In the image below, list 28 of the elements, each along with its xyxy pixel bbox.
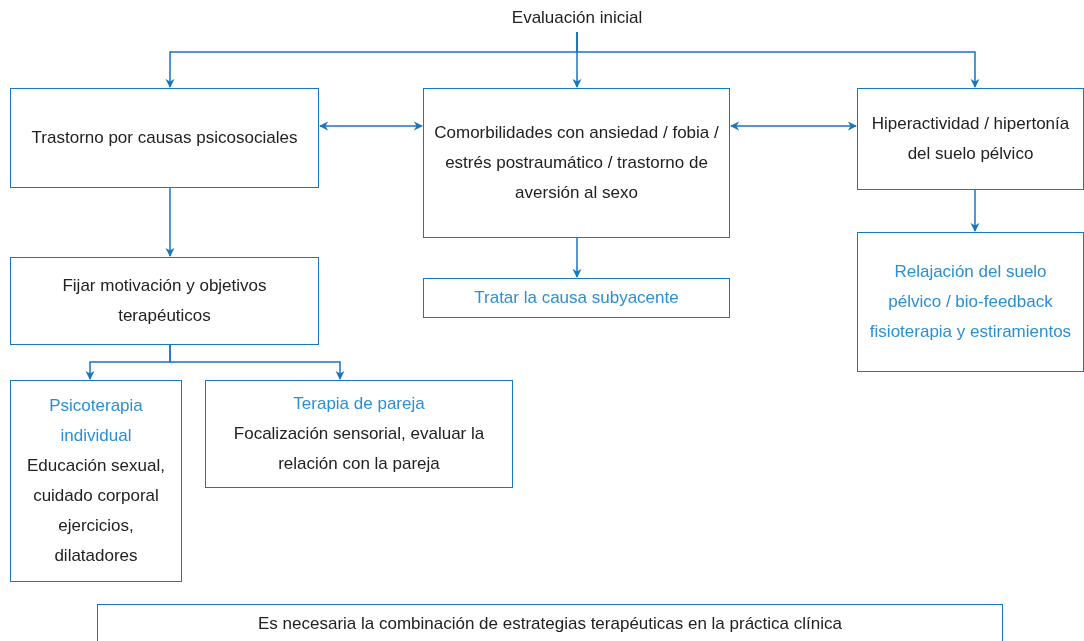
box-text: Tratar la causa subyacente: [474, 287, 679, 309]
heading-text: Evaluación inicial: [511, 7, 643, 29]
box-text: Comorbilidades con ansiedad / fobia / estrés postraumático / trastorno de aversión al sexo: [433, 122, 720, 204]
arrow: [970, 189, 980, 232]
process-box: [423, 278, 730, 318]
box-text: Focalización sensorial, evaluar la relación con la pareja: [232, 423, 486, 475]
box-text: Es necesaria la combinación de estrategias terapéuticas en la práctica clínica: [258, 613, 842, 635]
arrow: [319, 121, 423, 131]
box-text: Hiperactividad / hipertonía del suelo pélvico: [870, 113, 1071, 165]
process-box: [423, 88, 730, 238]
arrow: [165, 187, 175, 257]
box-heading: Psicoterapia individual: [48, 395, 144, 447]
box-heading: Terapia de pareja: [293, 393, 425, 415]
arrow: [730, 121, 857, 131]
arrow: [572, 237, 582, 278]
box-text: Educación sexual, cuidado corporal ejercicios, dilatadores: [26, 455, 166, 567]
arrow: [576, 31, 980, 88]
process-box: [857, 232, 1084, 372]
box-text: Relajación del suelo pélvico / bio-feedback fisioterapia y estiramientos: [868, 261, 1073, 343]
process-box: [97, 604, 1003, 641]
process-box: [205, 380, 513, 488]
process-box: [10, 257, 319, 345]
process-box: [857, 88, 1084, 190]
process-box: [10, 88, 319, 188]
box-text: Fijar motivación y objetivos terapéuticos: [61, 275, 268, 327]
process-box: [10, 380, 182, 582]
box-text: Trastorno por causas psicosociales: [31, 127, 298, 149]
arrow: [169, 344, 345, 380]
